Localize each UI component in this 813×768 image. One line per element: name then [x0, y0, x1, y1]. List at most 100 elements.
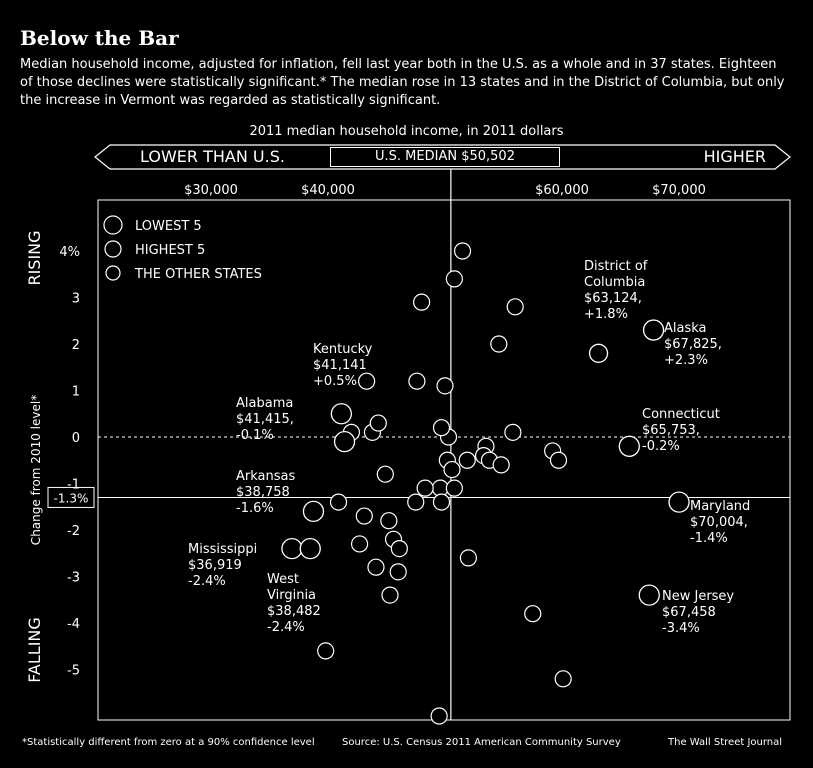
state-label: $70,004, — [690, 515, 748, 530]
state-point — [413, 293, 431, 311]
banner-arrow — [94, 144, 791, 170]
state-label: $38,482 — [267, 604, 321, 619]
state-label: -2.4% — [267, 620, 305, 635]
state-label: Connecticut — [642, 407, 720, 422]
state-point — [524, 605, 542, 623]
labeled-state-point — [588, 343, 609, 363]
state-label: $36,919 — [188, 558, 242, 573]
state-label: $67,458 — [662, 605, 716, 620]
y-tick-label: 0 — [72, 431, 80, 446]
state-label: -0.1% — [236, 428, 274, 443]
labeled-state-point — [333, 430, 356, 453]
state-point — [329, 493, 348, 511]
y-tick-label: -5 — [67, 664, 80, 679]
state-label: +0.5% — [313, 374, 357, 389]
us-median-label: U.S. MEDIAN $50,502 — [330, 147, 560, 167]
state-label: +1.8% — [584, 307, 628, 322]
y-tick-label: 3 — [72, 292, 80, 307]
state-point — [430, 707, 448, 725]
state-label: -1.6% — [236, 501, 274, 516]
state-point — [408, 372, 426, 390]
banner-higher-label: HIGHER — [703, 147, 766, 166]
state-label: Kentucky — [313, 342, 373, 357]
state-point — [380, 512, 398, 530]
state-point — [554, 670, 572, 688]
state-point — [367, 558, 385, 576]
state-point — [453, 242, 472, 260]
credit: The Wall Street Journal — [668, 737, 783, 748]
state-point — [443, 460, 461, 479]
y-tick-label: 1 — [72, 385, 80, 400]
state-point — [490, 335, 508, 353]
labeled-state-point — [642, 319, 665, 341]
labeled-state-point — [668, 491, 690, 513]
state-label: -2.4% — [188, 574, 226, 589]
state-label: Arkansas — [236, 469, 295, 484]
x-axis-title: 2011 median household income, in 2011 do… — [249, 124, 564, 139]
state-point — [492, 456, 510, 474]
state-label: $67,825, — [664, 337, 722, 352]
state-label: District of — [584, 259, 648, 274]
state-point — [355, 507, 373, 525]
state-point — [436, 377, 454, 395]
y-tick-label: -3 — [67, 571, 80, 586]
falling-label: FALLING — [25, 617, 44, 683]
state-label: -3.4% — [662, 621, 700, 636]
legend-label: THE OTHER STATES — [134, 267, 262, 282]
state-label: Maryland — [690, 499, 750, 514]
state-point — [317, 642, 335, 660]
state-point — [458, 451, 476, 469]
state-point — [432, 493, 451, 511]
footnote: *Statistically different from zero at a … — [22, 737, 315, 748]
state-label: -1.4% — [690, 531, 728, 546]
state-point — [381, 586, 399, 604]
rising-label: RISING — [25, 230, 44, 285]
state-label: Alabama — [236, 396, 293, 411]
labeled-state-point — [330, 403, 352, 425]
legend-marker — [105, 265, 121, 281]
state-point — [549, 451, 568, 469]
y-tick-label: -2 — [67, 524, 80, 539]
us-change-badge — [47, 486, 95, 508]
labeled-state-point — [299, 537, 321, 560]
y-axis-title: Change from 2010 level* — [29, 395, 43, 545]
banner-lower-label: LOWER THAN U.S. — [140, 147, 285, 166]
y-tick-label: 2 — [72, 338, 80, 353]
state-label: $41,141 — [313, 358, 367, 373]
state-point — [350, 535, 369, 553]
x-tick-label: $70,000 — [652, 183, 706, 198]
source-note: Source: U.S. Census 2011 American Commun… — [342, 737, 621, 748]
state-label: West — [267, 572, 299, 587]
legend-label: HIGHEST 5 — [135, 243, 205, 258]
state-label: $38,758 — [236, 485, 290, 500]
state-point — [432, 419, 451, 437]
state-point — [445, 479, 463, 497]
state-point — [504, 423, 522, 441]
labeled-state-point — [638, 584, 660, 606]
state-point — [506, 298, 524, 316]
state-label: Alaska — [664, 321, 707, 336]
legend-marker — [103, 215, 123, 235]
x-tick-label: $30,000 — [184, 183, 238, 198]
state-label: $41,415, — [236, 412, 294, 427]
labeled-state-point — [302, 500, 325, 523]
state-label: $65,753, — [642, 423, 700, 438]
state-label: $63,124, — [584, 291, 642, 306]
x-tick-label: $60,000 — [535, 183, 589, 198]
state-point — [369, 414, 387, 432]
state-label: -0.2% — [642, 439, 680, 454]
state-point — [407, 493, 425, 511]
legend-label: LOWEST 5 — [135, 219, 202, 234]
state-point — [358, 372, 376, 390]
state-point — [459, 549, 477, 567]
state-label: Virginia — [267, 588, 316, 603]
legend-marker — [104, 240, 122, 258]
state-point — [445, 270, 463, 288]
state-point — [389, 563, 407, 581]
state-point — [416, 479, 434, 497]
state-point — [390, 539, 408, 558]
state-point — [376, 465, 394, 483]
y-tick-label: 4% — [59, 245, 80, 260]
chart-title: Below the Bar — [20, 26, 179, 50]
